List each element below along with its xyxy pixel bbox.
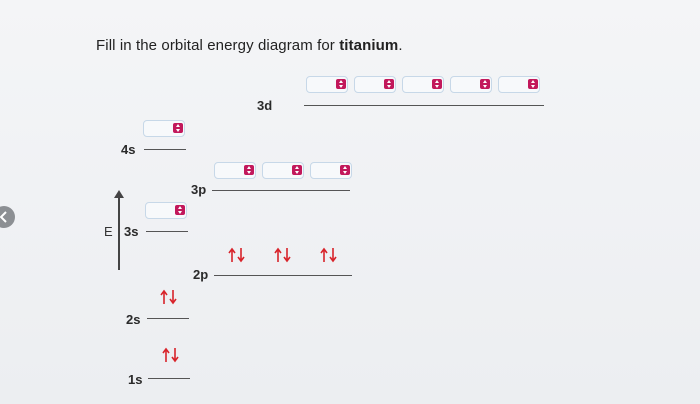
up-down-spinner-icon[interactable] [384, 79, 394, 89]
level-line-3p [212, 190, 350, 191]
up-down-spinner-icon[interactable] [175, 205, 185, 215]
level-line-2s [147, 318, 189, 319]
up-down-spinner-icon[interactable] [336, 79, 346, 89]
electron-pair-1s-icon [162, 347, 179, 363]
electron-pair-2s-icon [160, 289, 177, 305]
energy-axis-arrow-icon [114, 190, 124, 198]
level-label-3p: 3p [191, 182, 207, 197]
level-line-3s [146, 231, 188, 232]
back-button[interactable] [0, 206, 15, 228]
element-name: titanium [339, 37, 399, 54]
orbital-slot-3p-3[interactable] [310, 162, 352, 179]
level-line-2p [214, 275, 352, 276]
orbital-slot-3d-4[interactable] [450, 76, 492, 93]
energy-axis-label: E [104, 224, 113, 239]
level-line-1s [148, 378, 190, 379]
level-label-2s: 2s [126, 312, 141, 327]
up-down-spinner-icon[interactable] [244, 165, 254, 175]
level-label-3s: 3s [124, 224, 139, 239]
up-down-spinner-icon[interactable] [432, 79, 442, 89]
orbital-slot-3d-1[interactable] [306, 76, 348, 93]
up-down-spinner-icon[interactable] [480, 79, 490, 89]
electron-pair-2p-1-icon [228, 247, 245, 263]
orbital-slot-3d-2[interactable] [354, 76, 396, 93]
level-line-3d [304, 105, 544, 106]
level-line-4s [144, 149, 186, 150]
energy-axis [118, 196, 120, 270]
up-down-spinner-icon[interactable] [528, 79, 538, 89]
up-down-spinner-icon[interactable] [292, 165, 302, 175]
chevron-left-icon [0, 211, 7, 223]
up-down-spinner-icon[interactable] [340, 165, 350, 175]
level-label-3d: 3d [257, 98, 273, 113]
electron-pair-2p-3-icon [320, 247, 337, 263]
orbital-slot-3d-5[interactable] [498, 76, 540, 93]
level-label-1s: 1s [128, 372, 143, 387]
orbital-slot-3p-2[interactable] [262, 162, 304, 179]
level-label-4s: 4s [121, 142, 136, 157]
prompt-text: Fill in the orbital energy diagram for [96, 37, 340, 54]
up-down-spinner-icon[interactable] [173, 123, 183, 133]
orbital-slot-3p-1[interactable] [214, 162, 256, 179]
orbital-slot-3s-1[interactable] [145, 202, 187, 219]
electron-pair-2p-2-icon [274, 247, 291, 263]
question-prompt: Fill in the orbital energy diagram for t… [96, 37, 403, 54]
orbital-slot-3d-3[interactable] [402, 76, 444, 93]
level-label-2p: 2p [193, 267, 209, 282]
orbital-slot-4s-1[interactable] [143, 120, 185, 137]
prompt-suffix: . [398, 37, 403, 54]
